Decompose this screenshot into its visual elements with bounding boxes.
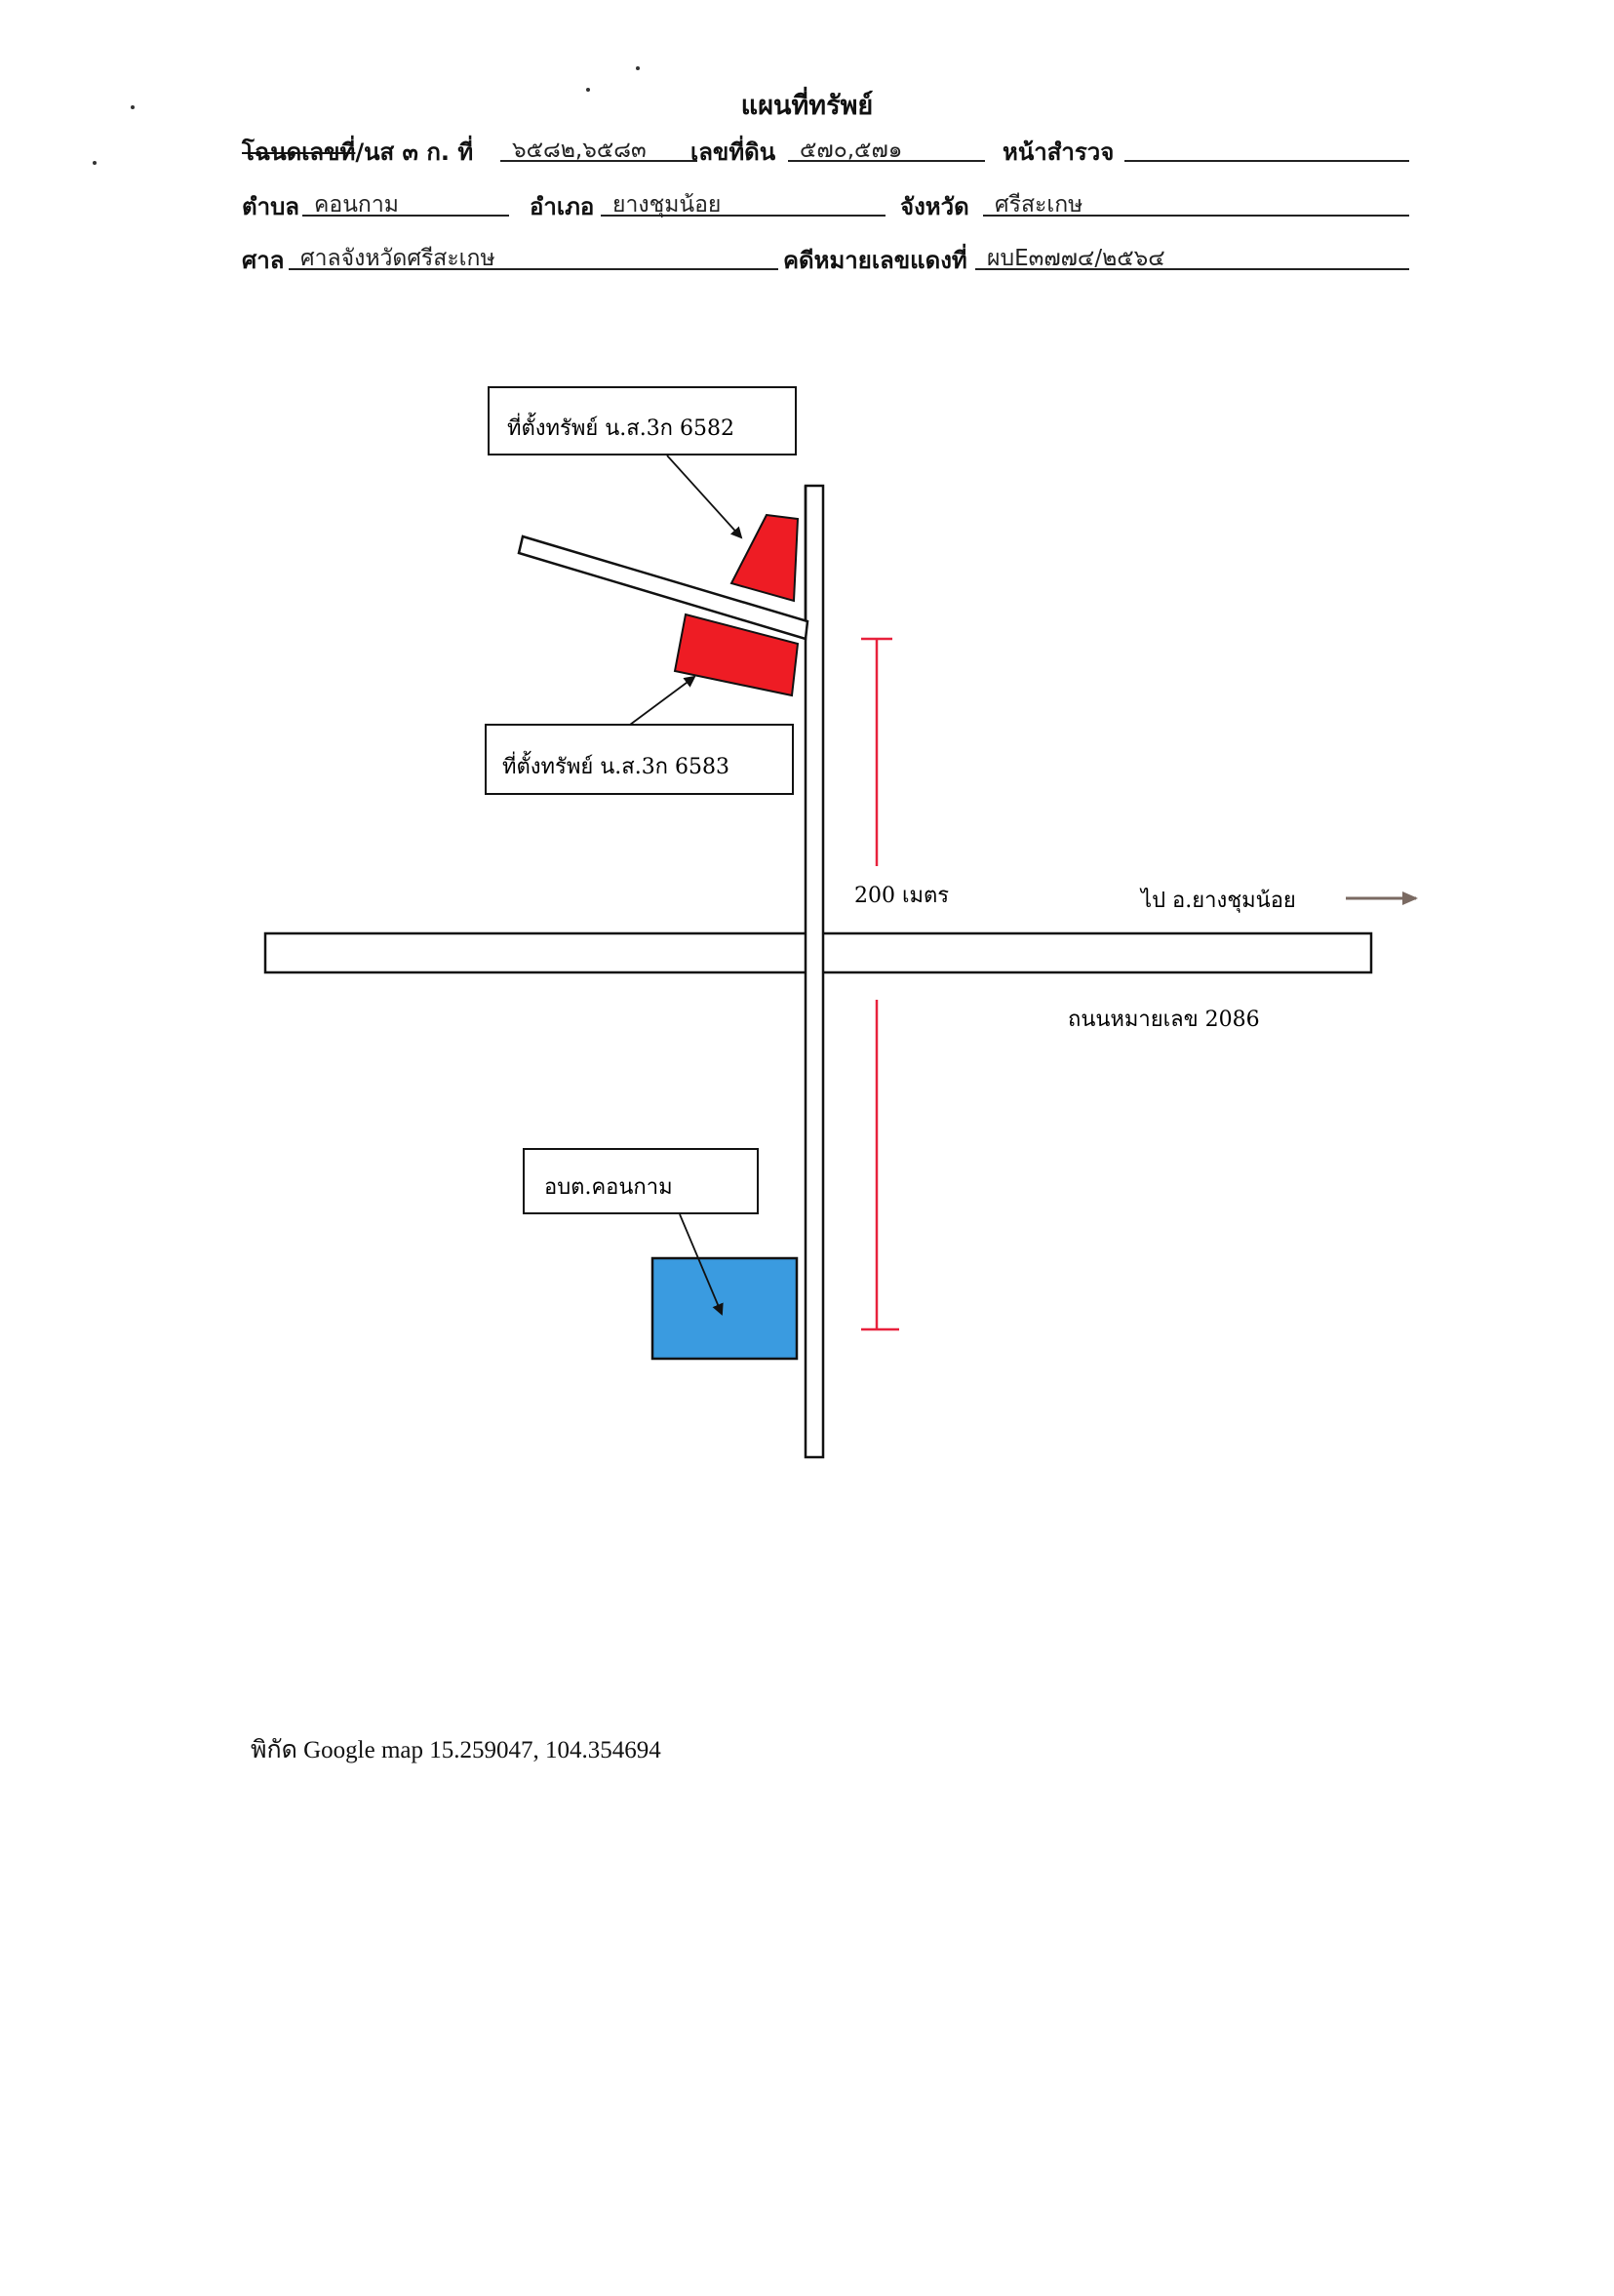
scan-speck [131,105,135,109]
province-value: ศรีสะเกษ [983,187,1409,218]
header-row-deed: โฉนดเลขที่/นส ๓ ก. ที่ ๖๕๘๒,๖๕๘๓ เลขที่ด… [242,133,1412,172]
subdistrict-value: คอนกาม [302,187,509,218]
property-1-label: ที่ตั้งทรัพย์ น.ส.3ก 6582 [507,413,734,441]
court-label: ศาล [242,247,285,274]
office-plot [650,1256,799,1361]
header-row-location: ตำบล คอนกาม อำเภอ ยางชุมน้อย จังหวัด ศรี… [242,187,1412,226]
scan-speck [586,88,590,92]
road-label: ถนนหมายเลข 2086 [1068,1008,1260,1032]
direction-label: ไป อ.ยางชุมน้อย [1139,888,1296,913]
case-value: ผบE๓๗๗๔/๒๕๖๔ [975,241,1409,271]
court-value: ศาลจังหวัดศรีสะเกษ [289,241,778,271]
document-title: แผนที่ทรัพย์ [740,91,874,121]
pointer-arrow-6583 [629,675,696,726]
distance-label: 200 เมตร [854,884,949,908]
office-label: อบต.คอนกาม [544,1175,673,1200]
header-row-court: ศาล ศาลจังหวัดศรีสะเกษ คดีหมายเลขแดงที่ … [242,241,1412,280]
pointer-arrow-6582 [666,455,743,539]
road-vertical [804,484,825,1459]
province-label: จังหวัด [900,193,969,220]
subdistrict-label: ตำบล [242,193,300,220]
side-road [517,534,809,641]
property-6582 [729,513,800,603]
label-box-office [523,1148,759,1214]
survey-page-label: หน้าสำรวจ [1003,139,1115,166]
label-box-6583 [485,724,794,795]
distance-marker-lower [861,1000,899,1331]
scan-speck [636,66,640,70]
label-box-6582 [488,386,797,455]
google-map-coordinates: พิกัด Google map 15.259047, 104.354694 [251,1737,661,1763]
case-label: คดีหมายเลขแดงที่ [783,247,967,274]
land-no-value: ๕๗๐,๕๗๑ [788,133,985,163]
property-6583 [673,613,800,697]
pointer-arrow-office [679,1213,724,1316]
deed-label-struck: โฉนดเลขที่ [242,139,356,166]
distance-marker-upper [861,637,892,866]
land-no-label: เลขที่ดิน [690,139,776,166]
survey-page-value [1124,133,1409,162]
district-label: อำเภอ [530,193,595,220]
district-value: ยางชุมน้อย [601,187,886,218]
deed-label: /นส ๓ ก. ที่ [355,139,474,166]
scan-speck [93,161,97,165]
deed-value: ๖๕๘๒,๖๕๘๓ [500,133,697,163]
property-2-label: ที่ตั้งทรัพย์ น.ส.3ก 6583 [502,751,729,779]
